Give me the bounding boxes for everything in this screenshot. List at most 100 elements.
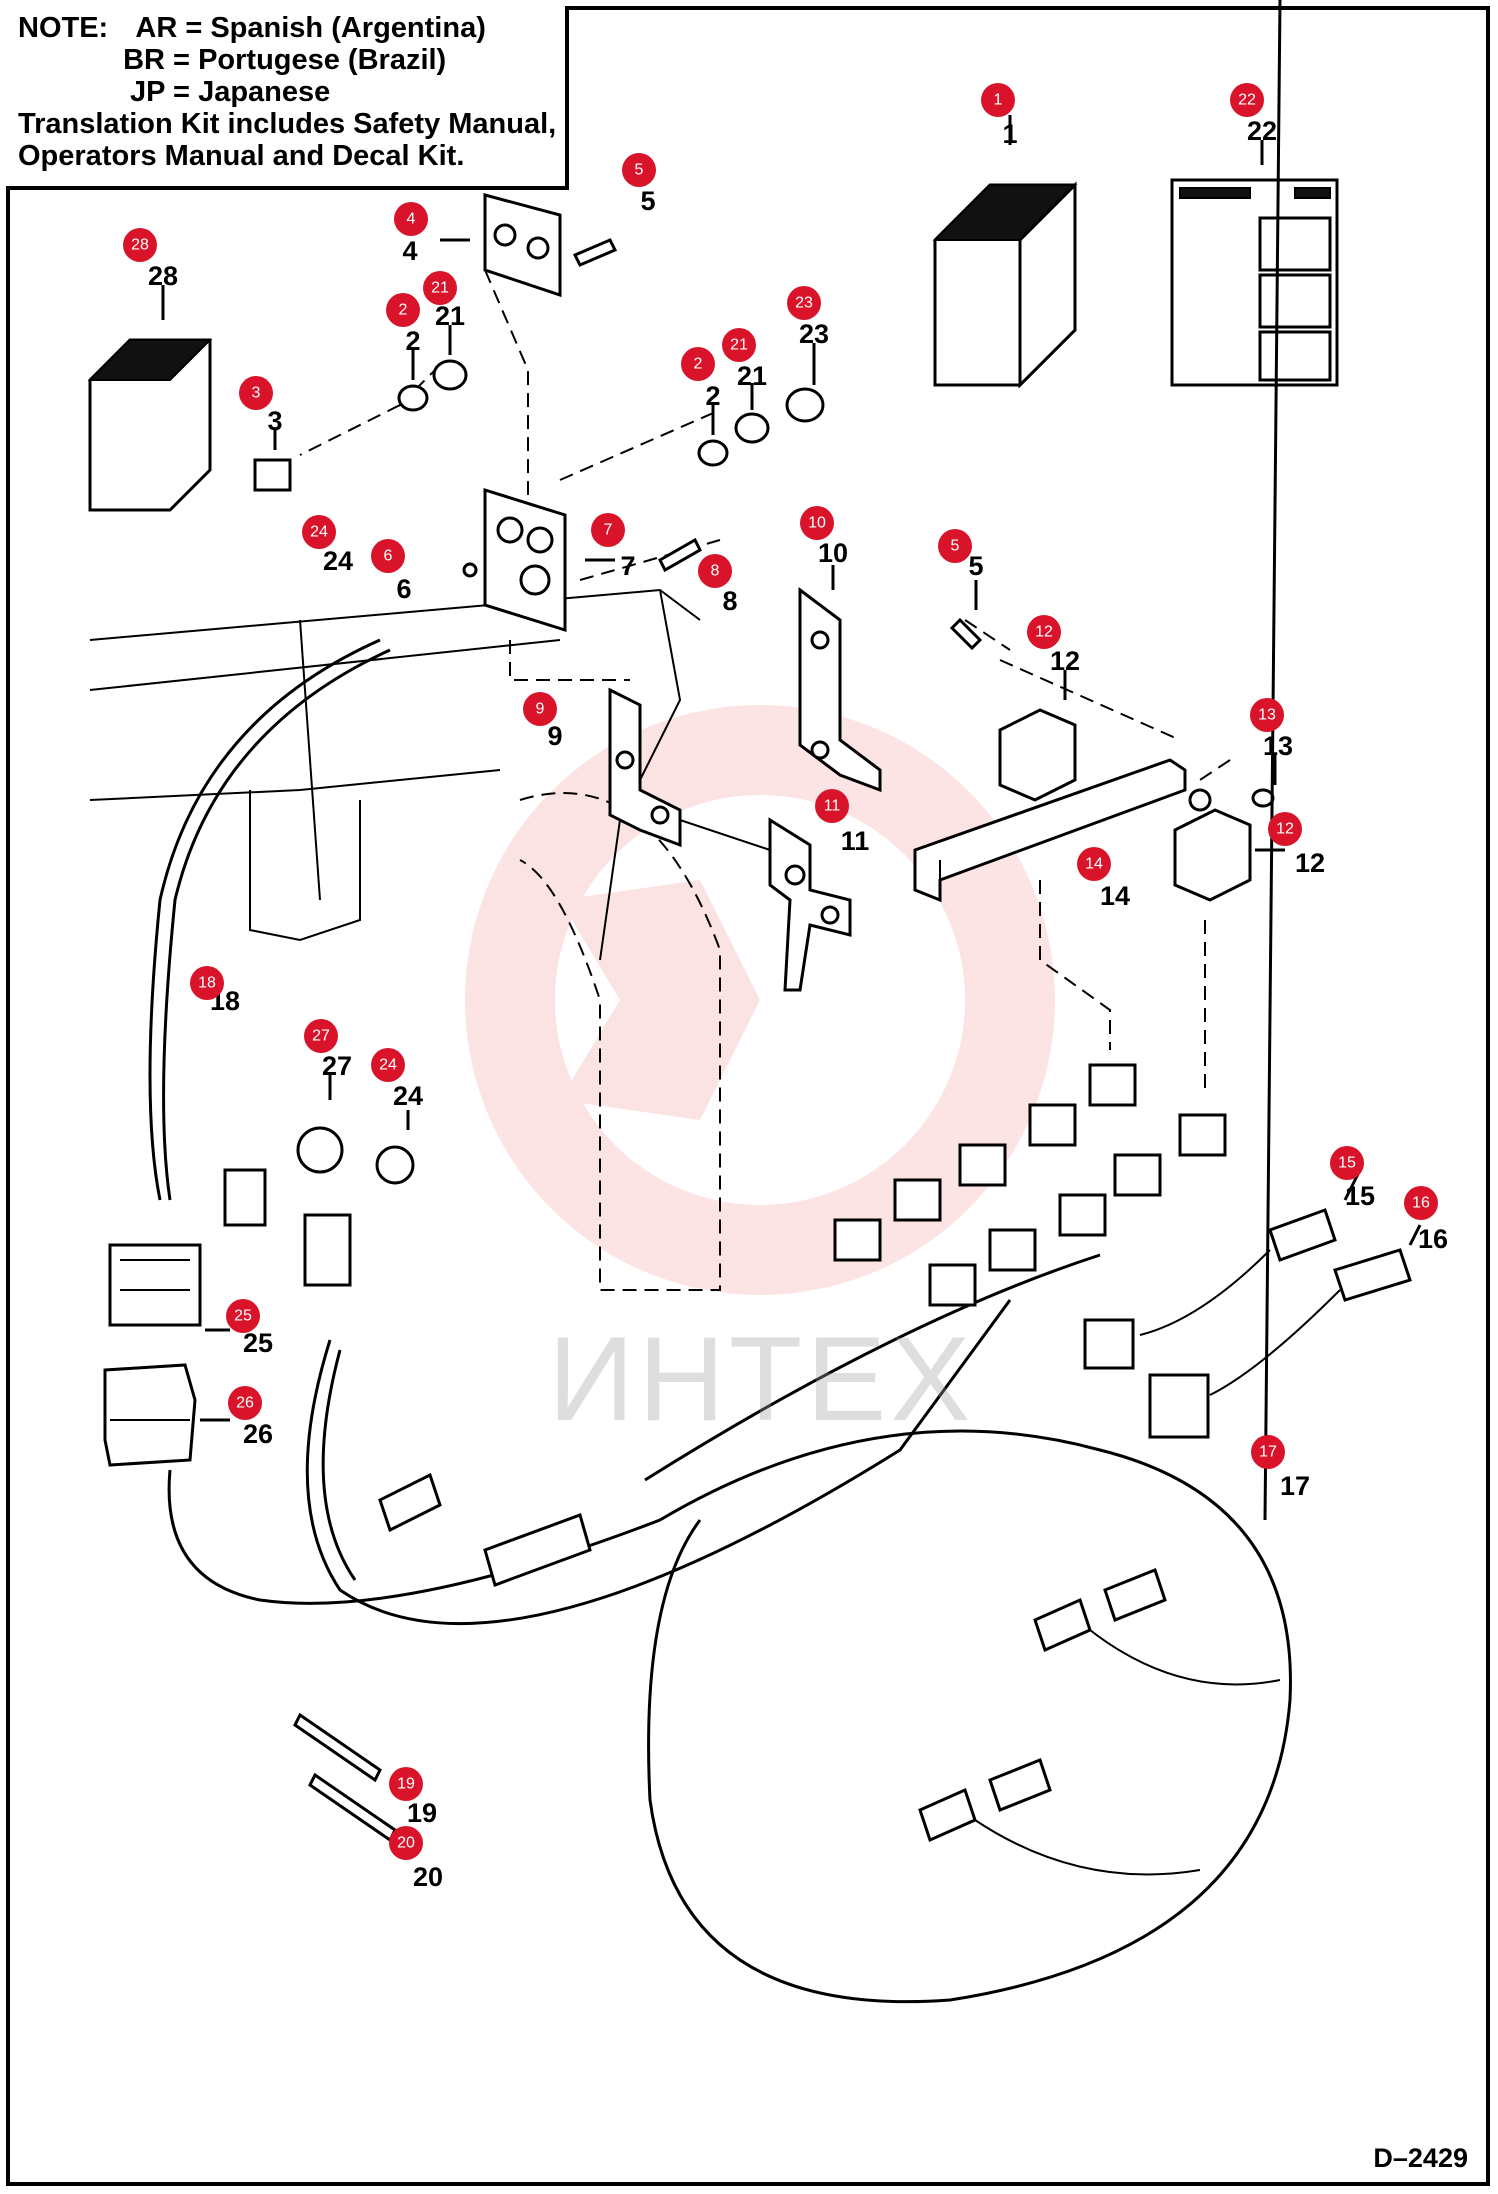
callout-21[interactable]: 21 xyxy=(423,271,457,305)
callout-dot xyxy=(226,1299,260,1333)
part-number-21: 21 xyxy=(435,301,465,331)
callout-label: 5 xyxy=(951,538,960,555)
callout-12[interactable]: 12 xyxy=(1268,812,1302,846)
callout-label: 26 xyxy=(236,1395,254,1412)
callout-25[interactable]: 25 xyxy=(226,1299,260,1333)
note-lang-jp: Japanese xyxy=(198,76,331,108)
callout-24[interactable]: 24 xyxy=(302,515,336,549)
callout-label: 12 xyxy=(1035,624,1053,641)
callout-label: 27 xyxy=(312,1028,330,1045)
callout-dot xyxy=(1230,83,1264,117)
callout-15[interactable]: 15 xyxy=(1330,1146,1364,1180)
washers-nuts xyxy=(397,325,825,467)
callout-20[interactable]: 20 xyxy=(389,1826,423,1860)
callout-dot xyxy=(304,1019,338,1053)
callout-19[interactable]: 19 xyxy=(389,1767,423,1801)
part-number-28: 28 xyxy=(148,261,178,291)
part-number-26: 26 xyxy=(243,1419,273,1449)
callout-dot xyxy=(681,347,715,381)
translation-kit-box-28 xyxy=(87,285,213,512)
callout-label: 10 xyxy=(808,515,826,532)
connector-26 xyxy=(103,1363,230,1467)
callout-6[interactable]: 6 xyxy=(371,539,405,573)
callout-dot xyxy=(938,529,972,563)
note-line-2: Operators Manual and Decal Kit. xyxy=(18,140,465,172)
callout-11[interactable]: 11 xyxy=(815,789,849,823)
callout-4[interactable]: 4 xyxy=(394,202,428,236)
part-number-1: 1 xyxy=(1002,119,1017,149)
callout-label: 3 xyxy=(252,385,261,402)
callout-dot xyxy=(698,554,732,588)
callout-1[interactable]: 1 xyxy=(981,83,1015,117)
part-number-5: 5 xyxy=(640,186,655,216)
callout-label: 2 xyxy=(694,356,703,373)
switch-panel-7 xyxy=(483,487,615,633)
part-number-17: 17 xyxy=(1280,1471,1310,1501)
part-number-12: 12 xyxy=(1295,848,1325,878)
connectors-15-16 xyxy=(1083,1169,1422,1439)
callout-9[interactable]: 9 xyxy=(523,692,557,726)
callout-dot xyxy=(389,1767,423,1801)
callout-16[interactable]: 16 xyxy=(1404,1186,1438,1220)
callout-10[interactable]: 10 xyxy=(800,506,834,540)
part-number-20: 20 xyxy=(413,1862,443,1892)
machine-frame-outline xyxy=(89,588,721,1291)
callout-label: 18 xyxy=(198,975,216,992)
callout-5[interactable]: 5 xyxy=(622,153,656,187)
part-number-15: 15 xyxy=(1345,1181,1375,1211)
callout-27[interactable]: 27 xyxy=(304,1019,338,1053)
callout-dot xyxy=(371,1048,405,1082)
callout-2[interactable]: 2 xyxy=(681,347,715,381)
callout-label: 14 xyxy=(1085,856,1103,873)
note-row-jp: JP = Japanese xyxy=(18,76,553,108)
callout-5[interactable]: 5 xyxy=(938,529,972,563)
watermark-text: ИНТЕХ xyxy=(548,1312,975,1446)
callout-21[interactable]: 21 xyxy=(722,328,756,362)
callout-24[interactable]: 24 xyxy=(371,1048,405,1082)
callout-12[interactable]: 12 xyxy=(1027,615,1061,649)
callout-14[interactable]: 14 xyxy=(1077,847,1111,881)
callout-dot xyxy=(394,202,428,236)
harness-17-connectors xyxy=(378,0,1282,1876)
callout-dot xyxy=(622,153,656,187)
callout-23[interactable]: 23 xyxy=(787,286,821,320)
callout-28[interactable]: 28 xyxy=(123,228,157,262)
relay-bracket-14 xyxy=(913,758,1187,903)
callout-18[interactable]: 18 xyxy=(190,966,224,1000)
callout-22[interactable]: 22 xyxy=(1230,83,1264,117)
callout-label: 21 xyxy=(431,280,449,297)
callout-label: 1 xyxy=(994,92,1003,109)
callout-2[interactable]: 2 xyxy=(386,293,420,327)
relay-12a xyxy=(998,670,1077,802)
part-number-6: 6 xyxy=(396,574,411,604)
callout-dot xyxy=(523,692,557,726)
callout-dot xyxy=(190,966,224,1000)
callout-13[interactable]: 13 xyxy=(1250,698,1284,732)
callout-label: 6 xyxy=(384,548,393,565)
callout-7[interactable]: 7 xyxy=(591,513,625,547)
part-number-25: 25 xyxy=(243,1328,273,1358)
translation-kit-box-1 xyxy=(932,115,1078,389)
part-number-7: 7 xyxy=(620,551,635,581)
callout-label: 11 xyxy=(824,798,841,815)
note-row-ar: NOTE: AR = Spanish (Argentina) xyxy=(18,12,553,44)
connectors-27-24 xyxy=(223,1075,415,1287)
part-number-4: 4 xyxy=(402,236,417,266)
part-number-9: 9 xyxy=(547,721,562,751)
callout-label: 20 xyxy=(397,1835,415,1852)
callout-dot xyxy=(800,506,834,540)
callout-8[interactable]: 8 xyxy=(698,554,732,588)
callout-label: 19 xyxy=(397,1776,415,1793)
callout-label: 17 xyxy=(1259,1444,1277,1461)
mounting-plate-4 xyxy=(440,193,562,298)
callout-26[interactable]: 26 xyxy=(228,1386,262,1420)
part-number-2: 2 xyxy=(705,381,720,411)
note-code-br: BR = xyxy=(123,44,190,76)
callout-label: 28 xyxy=(131,237,149,254)
callout-label: 4 xyxy=(407,211,416,228)
callout-17[interactable]: 17 xyxy=(1251,1435,1285,1469)
callout-3[interactable]: 3 xyxy=(239,376,273,410)
cable-ties xyxy=(293,1712,397,1843)
callout-label: 9 xyxy=(536,701,545,718)
callout-label: 5 xyxy=(635,162,644,179)
